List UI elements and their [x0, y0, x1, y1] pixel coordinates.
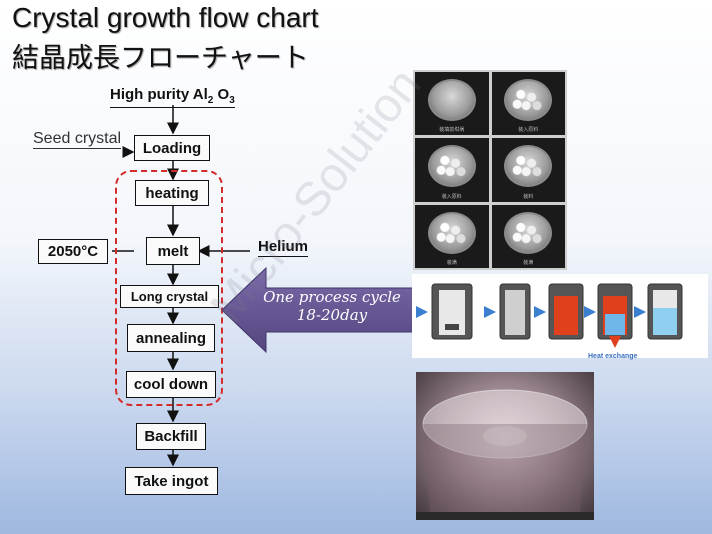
- process-stages-svg: [416, 283, 683, 348]
- photo-hand-loading: 装入原料: [415, 138, 489, 202]
- sapphire-ingot-photo: [416, 372, 594, 520]
- step-loading: Loading: [134, 135, 210, 161]
- step-backfill: Backfill: [136, 423, 206, 450]
- process-cycle-text: One process cycle 18-20day: [262, 288, 402, 324]
- cycle-line-2: 18-20day: [296, 306, 368, 324]
- photo-crucible-full-1: 装满: [415, 204, 489, 268]
- step-heating: heating: [135, 180, 209, 206]
- step-cool-down: cool down: [126, 371, 216, 398]
- input-material-label: High purity Al2 O3: [110, 86, 235, 108]
- ingot-shape: [416, 389, 594, 520]
- growth-process-diagram: [412, 274, 708, 358]
- title-japanese: 結晶成長フローチャート: [12, 43, 309, 74]
- step-melt: melt: [146, 237, 200, 265]
- step-take-ingot: Take ingot: [125, 467, 218, 495]
- photo-crucible-filled: 装入原料: [491, 72, 565, 136]
- step-annealing: annealing: [127, 324, 215, 352]
- cycle-line-1: One process cycle: [263, 288, 401, 306]
- photo-empty-crucible: 装填前坩埚: [415, 72, 489, 136]
- crucible-loading-photos: 装填前坩埚 装入原料 装入原料 装料 装满 装满: [413, 70, 567, 270]
- temperature-label: 2050°C: [38, 239, 108, 264]
- photo-crucible-balls: 装料: [491, 138, 565, 202]
- title-english: Crystal growth flow chart: [12, 2, 319, 33]
- seed-crystal-label: Seed crystal: [33, 130, 122, 149]
- process-cycle-group: [115, 170, 223, 406]
- photo-crucible-full-2: 装满: [491, 204, 565, 268]
- helium-label: Helium: [258, 238, 309, 257]
- heat-exchange-label: Heat exchange: [588, 353, 638, 360]
- step-long-crystal: Long crystal: [120, 285, 219, 308]
